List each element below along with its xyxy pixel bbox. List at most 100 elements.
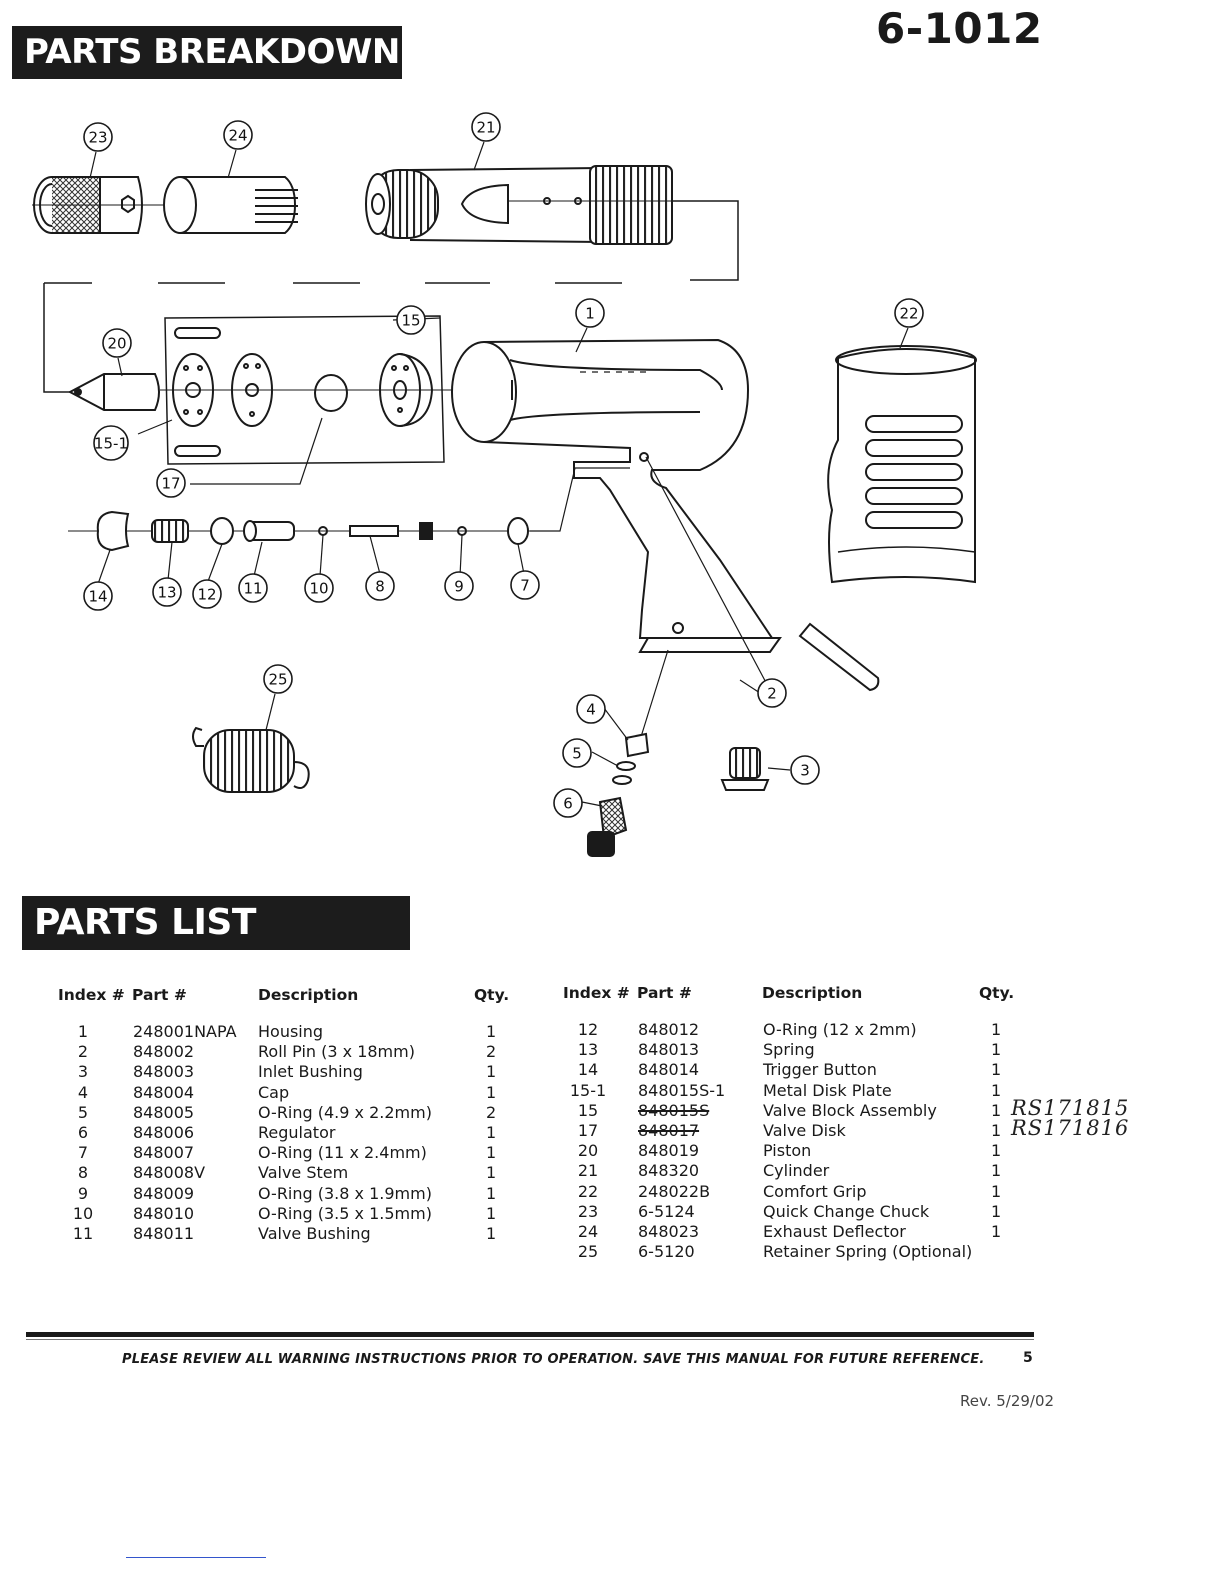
- callout-label: 10: [309, 580, 328, 598]
- bottom-mark: [126, 1557, 266, 1558]
- callout-20: 20: [102, 328, 132, 358]
- callout-5: 5: [562, 738, 592, 768]
- qty-cell: 2: [486, 1042, 497, 1062]
- description-cell: Cylinder: [763, 1161, 830, 1181]
- part-number-cell: 6-5124: [638, 1201, 695, 1221]
- callout-8: 8: [365, 571, 395, 601]
- footer-rule: [26, 1332, 1034, 1337]
- callout-12: 12: [192, 579, 222, 609]
- index-cell: 8: [77, 1163, 89, 1183]
- callout-label: 7: [520, 577, 530, 595]
- qty-cell: 1: [486, 1183, 497, 1203]
- parts-list-banner: PARTS LIST: [22, 896, 410, 950]
- callout-25: 25: [263, 664, 293, 694]
- index-cell: 1: [77, 1022, 89, 1041]
- callout-label: 21: [476, 119, 495, 137]
- description-cell: Retainer Spring (Optional): [763, 1242, 973, 1262]
- callout-13: 13: [152, 577, 182, 607]
- description-cell: Metal Disk Plate: [763, 1080, 892, 1100]
- index-cell: 17: [577, 1121, 599, 1140]
- index-cell: 9: [77, 1183, 89, 1203]
- qty-cell: 1: [486, 1224, 497, 1243]
- description-cell: Exhaust Deflector: [763, 1222, 906, 1241]
- qty-cell: 1: [991, 1181, 1002, 1201]
- callout-label: 24: [228, 127, 247, 145]
- callout-label: 6: [563, 795, 573, 813]
- part-number-cell: 848015S: [638, 1100, 710, 1120]
- index-cell: 6: [77, 1123, 89, 1142]
- description-cell: Regulator: [258, 1123, 336, 1142]
- callout-label: 25: [268, 671, 287, 689]
- index-cell: 22: [577, 1181, 599, 1201]
- description-cell: Trigger Button: [763, 1060, 877, 1080]
- part-number-cell: 848014: [638, 1060, 700, 1080]
- callout-label: 20: [107, 335, 126, 353]
- index-cell: 14: [577, 1060, 599, 1080]
- index-header: Index #: [563, 984, 630, 1002]
- description-cell: Piston: [763, 1141, 812, 1161]
- description-header: Description: [258, 986, 359, 1004]
- index-cell: 2: [77, 1042, 89, 1062]
- model-number: 6-1012: [876, 4, 1043, 53]
- index-cell: 20: [577, 1141, 599, 1161]
- quick-change-chuck-part: [32, 176, 190, 234]
- part-number-cell: 848012: [638, 1020, 700, 1039]
- description-cell: Valve Stem: [258, 1163, 349, 1183]
- callout-15-1: 15-1: [93, 425, 129, 461]
- callout-label: 12: [197, 586, 216, 604]
- qty-cell: 1: [991, 1222, 1002, 1241]
- part-number-cell: 848004: [133, 1082, 195, 1102]
- qty-cell: 1: [991, 1080, 1002, 1100]
- callout-10: 10: [304, 573, 334, 603]
- callout-22: 22: [894, 298, 924, 328]
- index-header: Index #: [58, 986, 125, 1004]
- description-cell: O-Ring (4.9 x 2.2mm): [258, 1102, 432, 1122]
- callout-label: 15-1: [94, 435, 128, 453]
- callout-label: 2: [767, 685, 777, 703]
- index-cell: 11: [72, 1224, 94, 1243]
- part-number-cell: 848019: [638, 1141, 700, 1161]
- part-number-cell: 848015S-1: [638, 1080, 726, 1100]
- description-cell: Inlet Bushing: [258, 1062, 363, 1082]
- exhaust-deflector-part: [163, 176, 298, 234]
- housing-part: [451, 338, 782, 653]
- index-cell: 15-1: [569, 1080, 607, 1100]
- description-cell: O-Ring (12 x 2mm): [763, 1020, 917, 1039]
- valve-parts-row: [68, 467, 630, 552]
- qty-cell: 1: [486, 1123, 497, 1142]
- qty-cell: 1: [486, 1143, 497, 1163]
- index-cell: 21: [577, 1161, 599, 1181]
- part-number-cell: 848005: [133, 1102, 195, 1122]
- qty-cell: 1: [991, 1161, 1002, 1181]
- part-number-header: Part #: [132, 986, 187, 1004]
- part-number-cell: 848007: [133, 1143, 195, 1163]
- inlet-bushing-part: [720, 747, 770, 791]
- page-number: 5: [1023, 1350, 1033, 1366]
- index-cell: 5: [77, 1102, 89, 1122]
- description-cell: O-Ring (3.5 x 1.5mm): [258, 1203, 432, 1223]
- handwritten-part-number: RS171816: [1011, 1116, 1130, 1140]
- index-cell: 10: [72, 1203, 94, 1223]
- part-number-cell: 848017: [638, 1121, 700, 1140]
- qty-cell: 1: [991, 1040, 1002, 1060]
- callout-9: 9: [444, 571, 474, 601]
- index-cell: 7: [77, 1143, 89, 1163]
- callout-label: 5: [572, 745, 582, 763]
- callout-label: 1: [585, 305, 595, 323]
- qty-cell: 1: [991, 1100, 1002, 1120]
